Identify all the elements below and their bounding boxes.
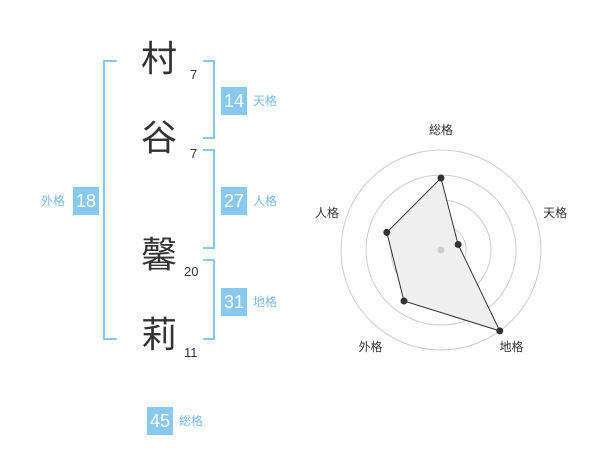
radar-area-polygon [386, 177, 501, 332]
surname-char-1-strokes: 7 [190, 67, 198, 82]
radar-point [437, 174, 445, 182]
radar-point [454, 240, 462, 248]
radar-axis-label: 人格 [315, 205, 339, 220]
tenkaku-value-badge: 14 [221, 87, 247, 115]
given-char-1: 馨 [141, 235, 178, 276]
surname-char-1: 村 [141, 39, 178, 80]
radar-ring [340, 149, 542, 351]
jinkaku-bracket [203, 149, 215, 249]
jinkaku-value-badge: 27 [221, 187, 247, 215]
radar-points [383, 174, 504, 335]
soukaku-value-badge: 45 [147, 407, 173, 435]
gaikaku-value-badge: 18 [73, 187, 99, 215]
gaikaku-label: 外格 [41, 194, 66, 208]
radar-point [383, 228, 391, 236]
surname-char-2-strokes: 7 [190, 146, 198, 161]
given-char-2: 莉 [141, 315, 178, 356]
given-char-2-strokes: 11 [184, 345, 198, 360]
tenkaku-label: 天格 [253, 94, 278, 108]
radar-axis-label: 地格 [500, 339, 524, 354]
radar-axis-label: 総格 [429, 122, 453, 137]
gaikaku-bracket [103, 60, 117, 340]
chikaku-label: 地格 [253, 295, 278, 309]
radar-axis-label: 外格 [358, 339, 382, 354]
surname-char-2: 谷 [141, 118, 178, 159]
tenkaku-bracket [203, 60, 215, 139]
radar-point [400, 297, 408, 305]
jinkaku-label: 人格 [253, 194, 278, 208]
radar-axis-label: 天格 [543, 205, 567, 220]
radar-point [496, 327, 504, 335]
chikaku-value-badge: 31 [221, 288, 247, 316]
radar-center-dot [437, 246, 445, 254]
soukaku-label: 総格 [179, 414, 204, 428]
chikaku-bracket [203, 259, 215, 340]
given-char-1-strokes: 20 [184, 264, 199, 279]
